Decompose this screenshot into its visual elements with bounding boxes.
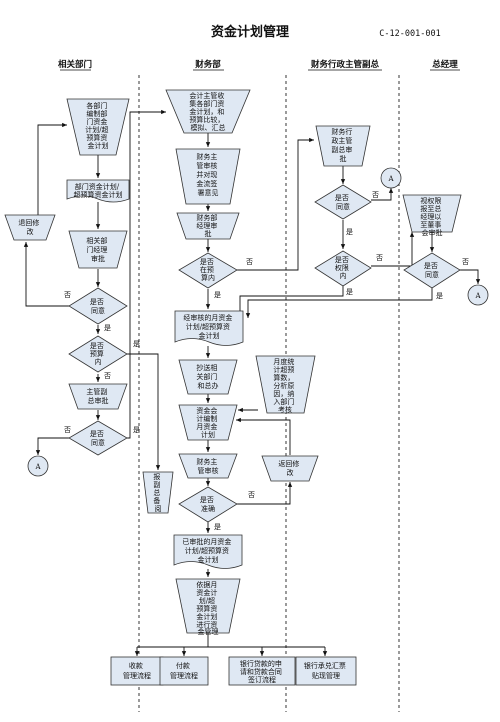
flow-connectors (23, 109, 481, 656)
dept-agree-decision-2 (68, 420, 128, 456)
fin-execute-plan-node (175, 578, 241, 634)
fin-final-plan-label: 已审批的月资金 计划/超预算资 金计划 (182, 537, 233, 564)
dept-submit-plan-document (66, 179, 130, 203)
vp-agree-decision-label: 是否 同意 (335, 194, 351, 211)
fin-chief-review-label: 财务主 管审核 (196, 457, 219, 475)
vp-review-label: 财务行 政主管 副总审 批 (331, 127, 354, 163)
dept-return-node (4, 214, 56, 241)
answer-yes: 是 (104, 324, 111, 332)
lane-header-related-dept: 相关部门 (58, 59, 92, 70)
fin-collect-plans-label: 会计主管收 集各部门资 金计划，和 预算比较， 模拟、汇总 (189, 91, 226, 132)
gm-review-label: 视权限 报至总 经理以 至董事 会审批 (420, 196, 443, 237)
fin-monthly-plan-node (178, 404, 238, 441)
fin-vp-file-node (142, 471, 174, 514)
fin-overbudget-stats-node (255, 355, 316, 414)
payment-mgmt-process-box (159, 656, 209, 686)
answer-no: 否 (248, 491, 255, 499)
fin-chief-review-cashflow-label: 财务主 管审核 并对现 金流签 署意见 (196, 152, 219, 197)
answer-no: 否 (372, 191, 379, 199)
connector-a-left (27, 455, 49, 477)
bank-loan-process-label: 银行贷款的申 请和贷款合同 签订流程 (240, 659, 284, 684)
answer-yes: 是 (214, 523, 221, 531)
fin-copy-dept-node (178, 359, 238, 395)
fin-in-budget-decision-label: 是否 在预 算内 (200, 258, 216, 282)
vp-review-node (315, 125, 371, 167)
dept-agree-decision-2-label: 是否 同意 (90, 430, 106, 447)
dept-in-budget-decision (68, 335, 128, 373)
answer-no: 否 (246, 258, 253, 266)
dept-agree-decision-1 (68, 287, 128, 325)
dept-vp-approve-label: 主管副 总审批 (86, 387, 109, 405)
fin-monthly-plan-label: 资金会 计编制 月资金 计划 (196, 406, 219, 439)
vp-authority-decision (314, 250, 372, 287)
page-title: 资金计划管理 (211, 24, 289, 40)
bank-loan-process-box (228, 656, 296, 686)
gm-review-node (402, 194, 462, 233)
vp-authority-decision-label: 是否 权限 内 (335, 256, 351, 280)
fin-return-label: 返回修 改 (278, 459, 301, 477)
fin-overbudget-stats-label: 月度统 计超预 算数， 分析原 因，纳 入部门 考核 (273, 357, 296, 414)
connector-a-right (380, 167, 402, 189)
lane-header-general-manager: 总经理 (432, 59, 458, 70)
fin-in-budget-decision (178, 252, 238, 289)
answer-no: 否 (376, 254, 383, 262)
fin-chief-review-node (178, 453, 238, 479)
gm-agree-decision (403, 252, 461, 289)
dept-manager-approve-label: 相关部 门经理 审批 (86, 236, 109, 263)
fin-vp-file-label: 报 副 总 备 阅 (153, 472, 162, 513)
fin-manager-approve-label: 财务部 经理审 批 (196, 213, 219, 238)
answer-yes: 是 (214, 291, 221, 299)
answer-yes: 是 (346, 288, 353, 296)
dept-in-budget-decision-label: 是否 预算 内 (90, 342, 106, 366)
bank-draft-discount-process-box (295, 656, 357, 686)
receipt-mgmt-process-box (110, 656, 164, 686)
fin-approved-plan-document (174, 310, 244, 346)
answer-no: 否 (462, 258, 469, 266)
lane-header-finance-dept: 财务部 (194, 59, 221, 70)
fin-accurate-decision-label: 是否 准确 (200, 496, 216, 513)
payment-mgmt-process-label: 付款 管理流程 (170, 661, 198, 680)
fin-accurate-decision (178, 486, 238, 523)
fin-final-plan-document (173, 534, 243, 569)
dept-manager-approve-node (68, 230, 128, 269)
dept-submit-plan-label: 部门资金计划/ 超预算资金计划 (74, 182, 123, 199)
dept-agree-decision-1-label: 是否 同意 (90, 298, 106, 315)
document-code: C-12-001-001 (379, 29, 440, 39)
fin-execute-plan-label: 依据月 资金计 划/超 预算资 金计划 进行资 金管理 (196, 580, 219, 636)
fin-chief-review-cashflow-node (175, 148, 241, 205)
answer-no: 否 (64, 426, 71, 434)
receipt-mgmt-process-label: 收款 管理流程 (123, 661, 151, 680)
answer-no: 否 (104, 372, 111, 380)
connector-a-left-label: A (34, 463, 41, 471)
fin-copy-dept-label: 抄送相 关部门 和总办 (196, 363, 219, 390)
answer-yes: 是 (133, 426, 140, 434)
bank-draft-discount-process-label: 银行承兑汇票 贴现管理 (304, 661, 348, 680)
answer-no: 否 (64, 291, 71, 299)
answer-yes: 是 (133, 340, 140, 348)
connector-a-gm (467, 284, 489, 306)
dept-prepare-plan-node (66, 98, 130, 156)
gm-agree-decision-label: 是否 同意 (424, 262, 440, 279)
connector-a-gm-label: A (474, 292, 481, 300)
fin-collect-plans-node (165, 89, 251, 134)
fin-return-node (261, 455, 319, 482)
dept-vp-approve-node (68, 383, 128, 410)
answer-yes: 是 (436, 292, 443, 300)
fin-approved-plan-label: 经审核的月资金 计划/超预算资 金计划 (183, 313, 234, 340)
answer-yes: 是 (346, 228, 353, 236)
lane-header-finance-admin-vp: 财务行政主管副总 (310, 59, 380, 70)
vp-agree-decision (314, 184, 372, 220)
fin-manager-approve-node (176, 212, 240, 240)
dept-prepare-plan-label: 各部门 编制部 门资金 计划/超 预算资 金计划 (85, 101, 111, 150)
dept-return-label: 退回修 改 (18, 218, 41, 236)
connector-a-right-label: A (387, 175, 394, 183)
